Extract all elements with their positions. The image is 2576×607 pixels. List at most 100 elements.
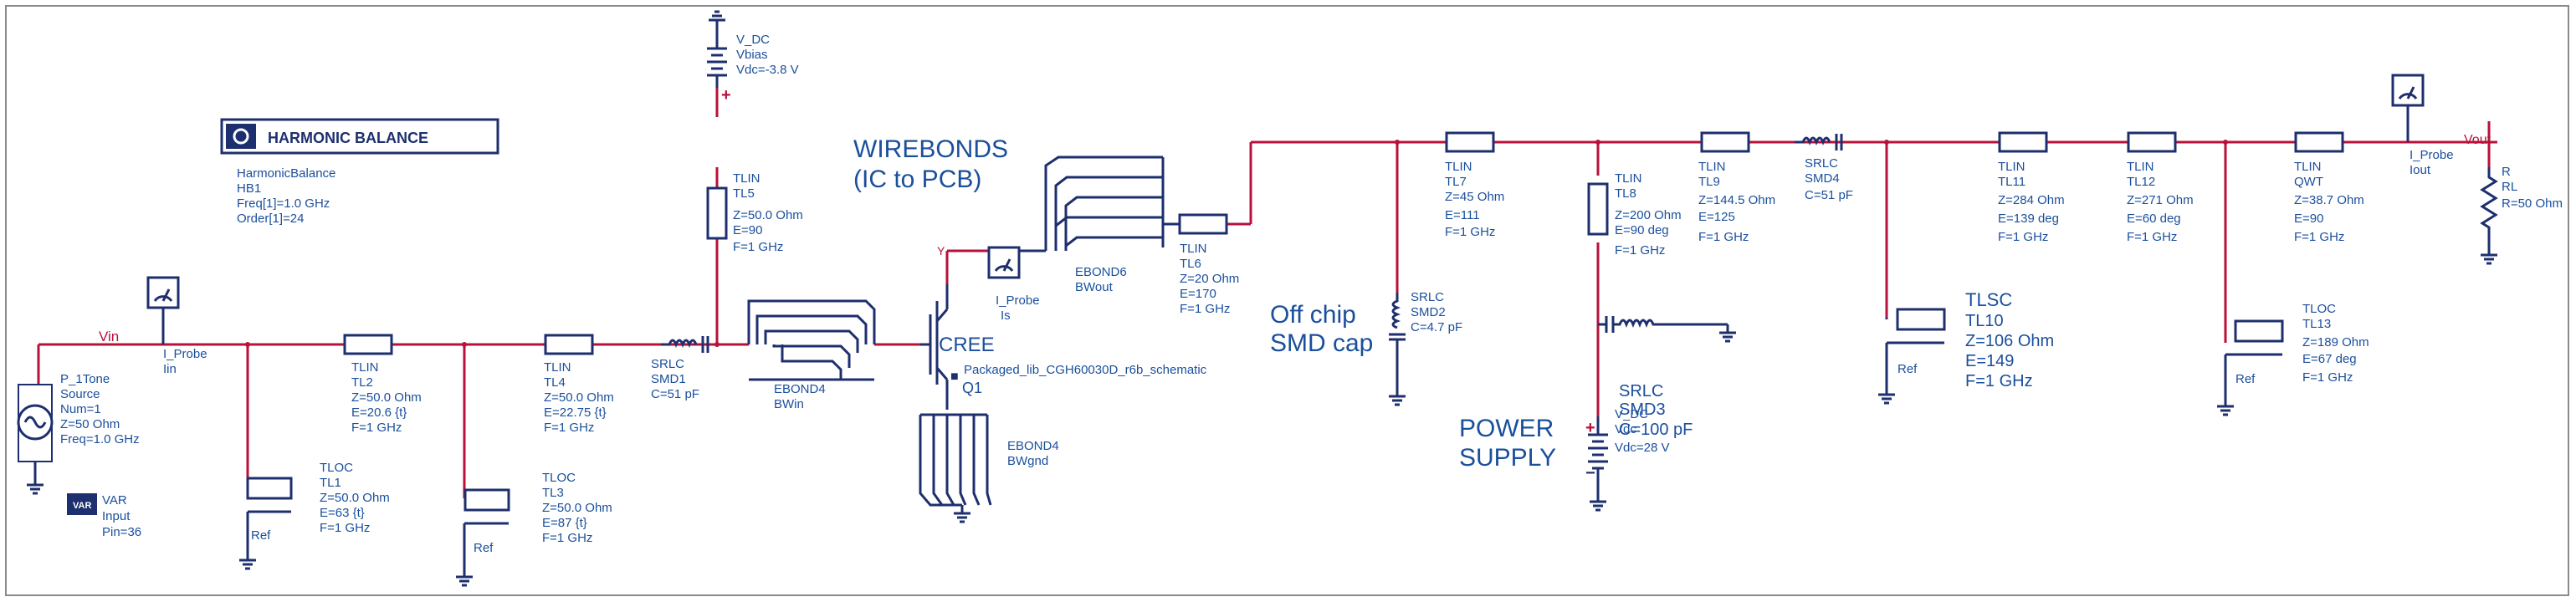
tl2-label: F=1 GHz [351, 421, 402, 435]
var-block[interactable]: VAR VAR Input Pin=36 [67, 493, 141, 539]
q1-label: Packaged_lib_CGH60030D_r6b_schematic [964, 363, 1207, 377]
source-label: Source [60, 387, 100, 401]
node-vin-label: Vin [99, 329, 119, 344]
smd2-srlc[interactable]: SRLC SMD2 C=4.7 pF [1387, 290, 1462, 406]
smd1-label: SMD1 [651, 372, 686, 386]
tl13-label: E=67 deg [2302, 352, 2357, 366]
tl2-tlin[interactable]: TLIN TL2 Z=50.0 Ohm E=20.6 {t} F=1 GHz [343, 334, 422, 435]
var-icon [67, 493, 97, 515]
tl8-label: TL8 [1615, 186, 1636, 201]
tl3-tloc[interactable]: Ref TLOC TL3 Z=50.0 Ohm E=87 {t} F=1 GHz [454, 471, 612, 587]
tl7-label: E=111 [1445, 208, 1480, 222]
tl5-tlin[interactable]: TLIN TL5 Z=50.0 Ohm E=90 F=1 GHz [706, 171, 803, 254]
source-label: Num=1 [60, 402, 101, 416]
vbias-plus-icon: + [721, 86, 731, 105]
harmonic-balance-block[interactable]: HARMONIC BALANCE HarmonicBalance HB1 Fre… [220, 118, 499, 226]
tl1-tloc[interactable]: Ref TLOC TL1 Z=50.0 Ohm E=63 {t} F=1 GHz [238, 461, 390, 570]
tl6-label: Z=20 Ohm [1180, 272, 1239, 286]
hb-line: Order[1]=24 [237, 212, 304, 226]
tl5-label: TL5 [733, 186, 755, 201]
iprobe-out-label: I_Probe [2410, 148, 2454, 162]
tl9-label: TL9 [1698, 175, 1720, 189]
tl6-tlin[interactable]: TLIN TL6 Z=20 Ohm E=170 F=1 GHz [1178, 213, 1239, 316]
tl5-label: F=1 GHz [733, 240, 783, 254]
tl13-label: TL13 [2302, 317, 2331, 331]
qwt-label: Z=38.7 Ohm [2294, 193, 2364, 207]
bwin-ebond4[interactable]: EBOND4 BWin [747, 299, 876, 411]
tl11-label: E=139 deg [1998, 212, 2059, 226]
q1-cree-transistor[interactable]: ■ Y CREE Packaged_lib_CGH60030D_r6b_sche… [920, 244, 1207, 410]
smd1-label: C=51 pF [651, 387, 699, 401]
iprobe-is[interactable]: I_Probe Is [987, 246, 1046, 323]
tl11-tlin[interactable]: TLIN TL11 Z=284 Ohm E=139 deg F=1 GHz [1998, 131, 2065, 244]
vdc-supply[interactable]: + − V_DC Vdc Vdc=28 V [1585, 407, 1669, 512]
tl3-label: Z=50.0 Ohm [542, 501, 612, 515]
rl-resistor[interactable]: R RL R=50 Ohm [2479, 165, 2563, 265]
ref-label: Ref [2235, 372, 2256, 386]
smd2-label: C=4.7 pF [1411, 320, 1462, 334]
vdc-vbias[interactable]: + V_DC Vbias Vdc=-3.8 V [707, 10, 799, 105]
qwt-label: E=90 [2294, 212, 2323, 226]
tl4-tlin[interactable]: TLIN TL4 Z=50.0 Ohm E=22.75 {t} F=1 GHz [544, 334, 614, 435]
vdc-label: Vdc [1615, 422, 1636, 436]
node-vout-label: Vout [2464, 133, 2491, 147]
tl11-label: TLIN [1998, 160, 2025, 174]
iprobe-is-label: I_Probe [996, 293, 1040, 308]
qwt-tlin[interactable]: TLIN QWT Z=38.7 Ohm E=90 F=1 GHz [2294, 131, 2364, 244]
power-label: POWER [1459, 415, 1554, 442]
vdc-label: V_DC [1615, 407, 1648, 421]
bwin-label: BWin [774, 397, 804, 411]
tl6-label: E=170 [1180, 287, 1216, 301]
tl7-tlin[interactable]: TLIN TL7 Z=45 Ohm E=111 F=1 GHz [1445, 131, 1504, 239]
tl9-label: TLIN [1698, 160, 1726, 174]
rl-label: RL [2502, 180, 2517, 194]
ref-label: Ref [251, 528, 271, 543]
tl12-tlin[interactable]: TLIN TL12 Z=271 Ohm E=60 deg F=1 GHz [2127, 131, 2194, 244]
tl12-label: Z=271 Ohm [2127, 193, 2194, 207]
bwout-ebond6[interactable]: EBOND6 BWout [1044, 156, 1180, 294]
hb-box [220, 118, 499, 155]
tl4-label: F=1 GHz [544, 421, 594, 435]
tl13-tloc[interactable]: Ref TLOC TL13 Z=189 Ohm E=67 deg F=1 GHz [2215, 302, 2369, 416]
tl9-label: E=125 [1698, 210, 1735, 224]
schematic-frame [5, 5, 2569, 596]
tl8-label: Z=200 Ohm [1615, 208, 1682, 222]
smd4-srlc[interactable]: SRLC SMD4 C=51 pF [1793, 132, 1853, 202]
bwgnd-label: BWgnd [1007, 454, 1048, 468]
qwt-label: F=1 GHz [2294, 230, 2344, 244]
hb-gear-icon-ring [233, 128, 249, 145]
var-label: Pin=36 [102, 525, 141, 539]
var-icon-text: VAR [73, 501, 91, 511]
tl12-label: E=60 deg [2127, 212, 2181, 226]
smd3-srlc[interactable]: SRLC SMD3 C=100 pF [1598, 316, 1738, 439]
tl1-label: TL1 [320, 476, 341, 490]
vbias-label: Vdc=-3.8 V [736, 63, 799, 77]
source-p1tone[interactable]: P_1Tone Source Num=1 Z=50 Ohm Freq=1.0 G… [17, 372, 140, 495]
tl8-label: E=90 deg [1615, 223, 1669, 237]
smd1-srlc[interactable]: SRLC SMD1 C=51 pF [651, 334, 709, 401]
tl6-label: TL6 [1180, 257, 1201, 271]
iprobe-in[interactable]: I_Probe Iin [146, 276, 207, 376]
bwgnd-label: EBOND4 [1007, 439, 1059, 453]
tl11-label: F=1 GHz [1998, 230, 2048, 244]
tl9-tlin[interactable]: TLIN TL9 Z=144.5 Ohm E=125 F=1 GHz [1698, 131, 1775, 244]
source-label: Freq=1.0 GHz [60, 432, 140, 446]
tl10-tlsc[interactable]: Ref TLSC TL10 Z=106 Ohm E=149 F=1 GHz [1877, 289, 2054, 405]
vbias-label: Vbias [736, 48, 768, 62]
smd4-label: SRLC [1805, 156, 1838, 171]
tl13-label: TLOC [2302, 302, 2336, 316]
tl3-label: TL3 [542, 486, 564, 500]
vbias-label: V_DC [736, 33, 770, 47]
bwgnd-ebond4[interactable]: EBOND4 BWgnd [919, 413, 1059, 523]
iprobe-out[interactable]: I_Probe Iout [2391, 74, 2454, 177]
iprobe-is-label: Is [1001, 309, 1011, 323]
tl13-label: F=1 GHz [2302, 370, 2353, 385]
qwt-label: QWT [2294, 175, 2323, 189]
tl3-label: E=87 {t} [542, 516, 587, 530]
tl7-label: TL7 [1445, 175, 1467, 189]
offchip-label: Off chip [1270, 301, 1356, 329]
q1-label: Q1 [962, 380, 982, 396]
tl1-label: TLOC [320, 461, 353, 475]
tl8-tlin[interactable]: TLIN TL8 Z=200 Ohm E=90 deg F=1 GHz [1587, 171, 1682, 258]
tl1-label: Z=50.0 Ohm [320, 491, 390, 505]
